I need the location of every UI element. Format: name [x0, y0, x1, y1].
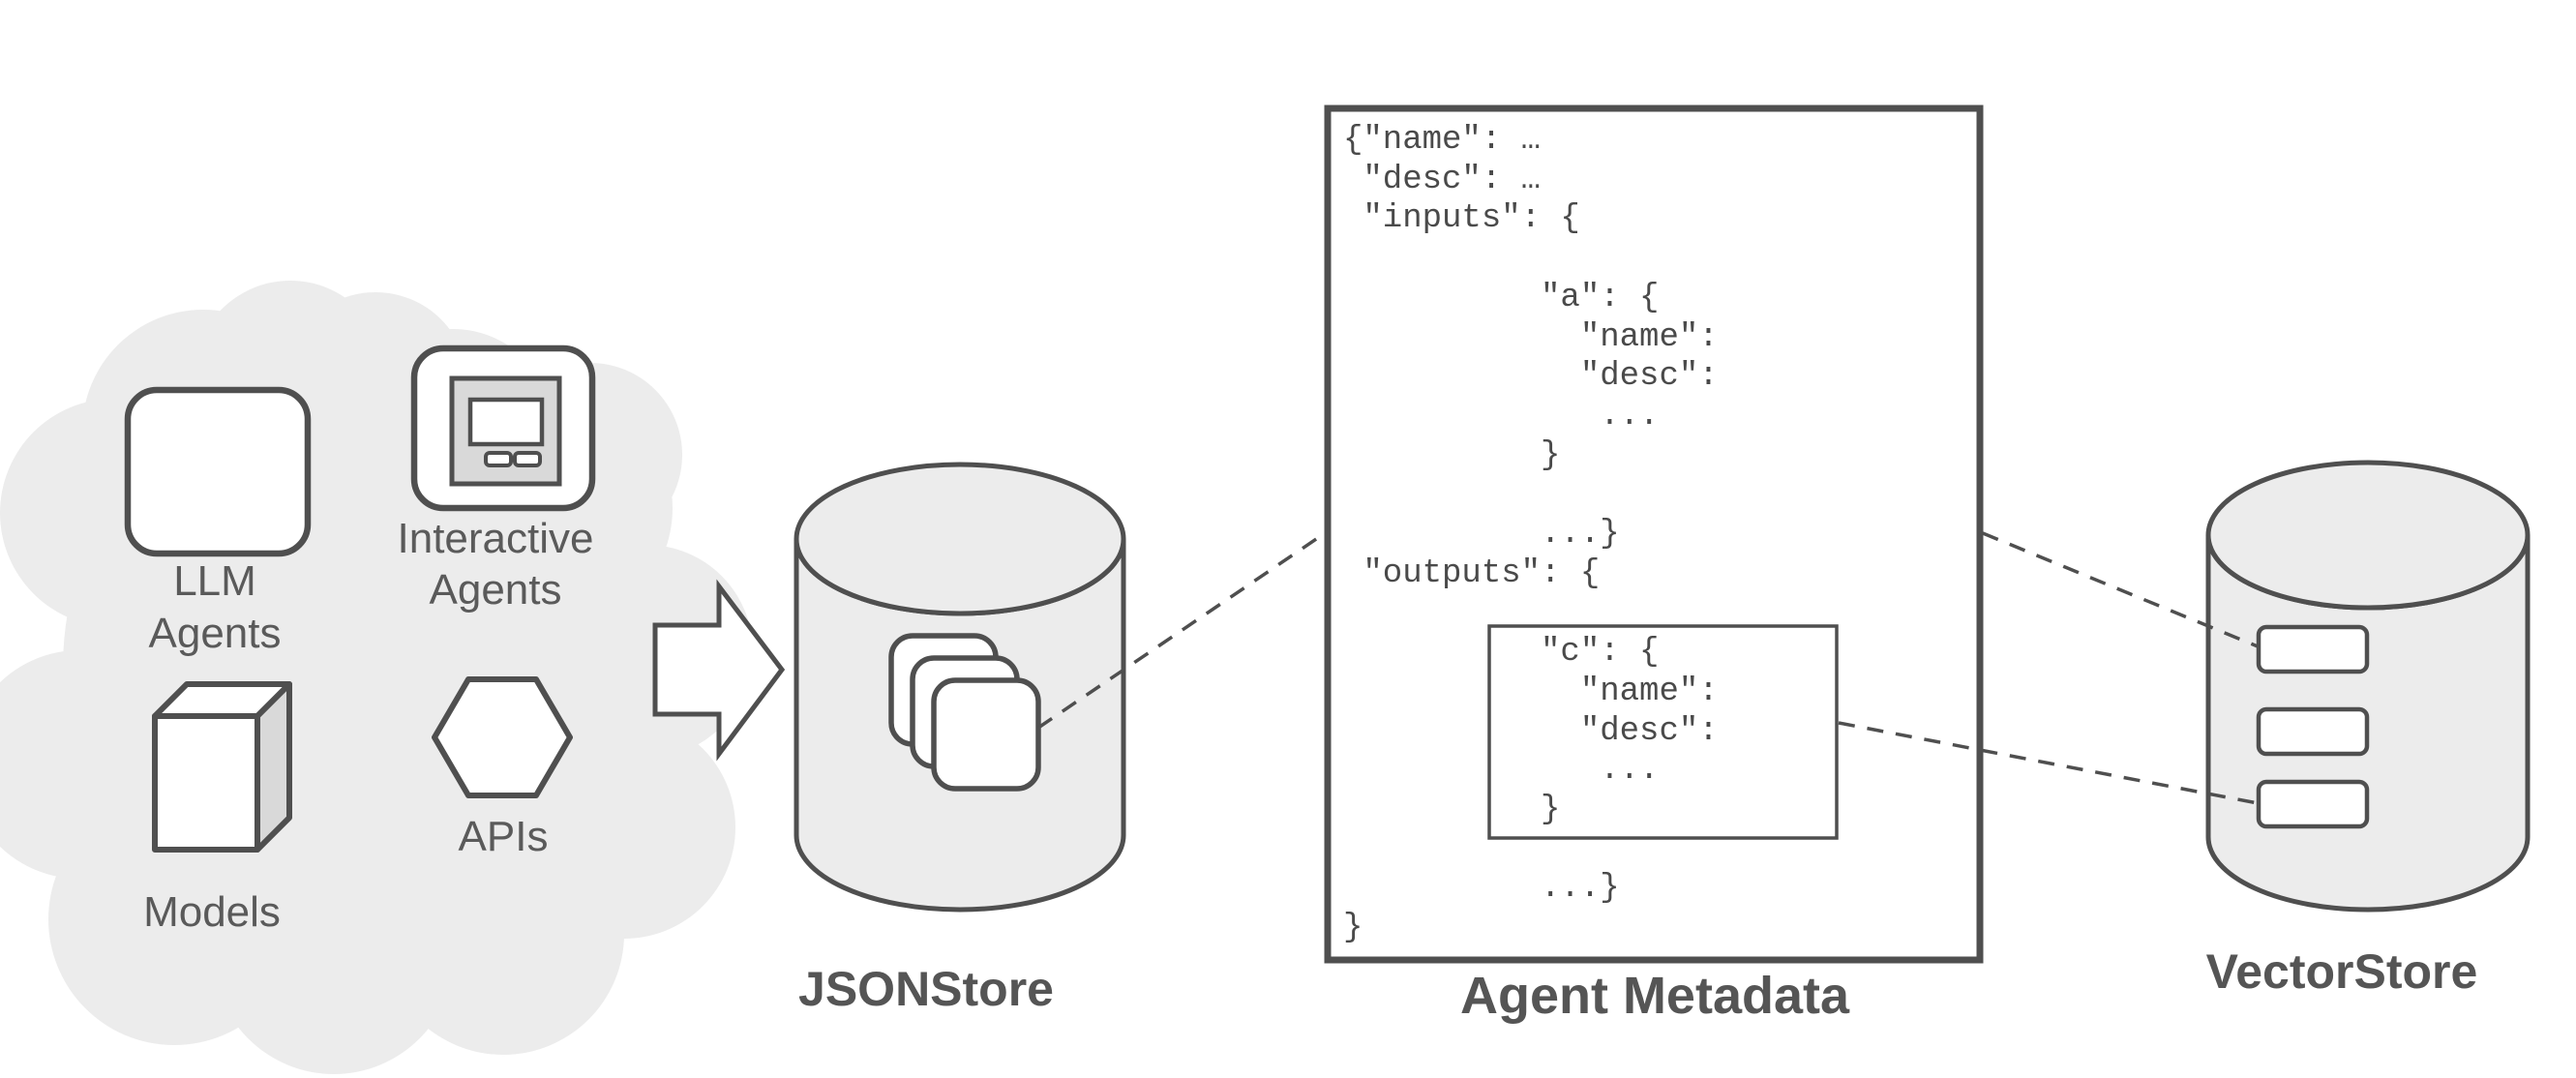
connector-outputbox-to-slot3 [1838, 721, 2259, 805]
connector-metadata-to-slot1 [1982, 531, 2259, 648]
cube-icon [152, 681, 292, 853]
connector-jsonstore-to-metadata [1037, 529, 1329, 730]
output-highlight-box [1487, 624, 1839, 840]
vector-slot [2256, 706, 2370, 757]
jsonstore-cylinder [794, 462, 1126, 913]
cloud-shape [0, 281, 753, 1074]
apis-label: APIs [459, 813, 549, 860]
vectorstore-cylinder [2205, 460, 2531, 913]
models-label: Models [143, 888, 281, 936]
agent-metadata-code: {"name": … "desc": … "inputs": { "a": { … [1343, 122, 1719, 947]
vector-slot [2256, 779, 2370, 829]
vector-slots-icon [2256, 624, 2370, 829]
flow-arrow-icon [652, 579, 786, 762]
interactive-agents-label-line1: Interactive [398, 515, 594, 562]
vectorstore-label: VectorStore [2206, 944, 2478, 999]
stacked-documents-icon [888, 633, 1041, 792]
hexagon-icon [432, 676, 573, 798]
rounded-square-icon [124, 386, 312, 557]
jsonstore-label: JSONStore [798, 962, 1054, 1016]
device-screen-icon [410, 344, 596, 512]
agent-metadata-label: Agent Metadata [1460, 967, 1850, 1025]
vector-slot [2256, 624, 2370, 674]
interactive-agents-label-line2: Agents [430, 566, 562, 614]
llm-agents-label-line1: LLM [173, 557, 256, 605]
llm-agents-label-line2: Agents [149, 610, 282, 657]
